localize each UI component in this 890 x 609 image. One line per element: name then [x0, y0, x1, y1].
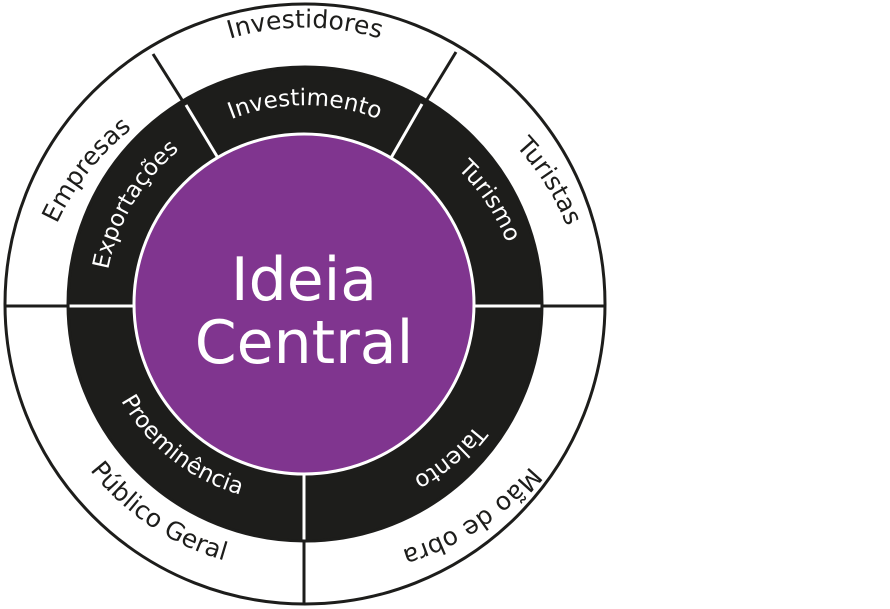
center-title-line1: Ideia: [231, 245, 377, 315]
inner-divider-top-left: [184, 104, 220, 159]
center-title-line2: Central: [195, 308, 413, 378]
inner-divider-top-right: [389, 103, 424, 159]
inner-ring-border: [66, 65, 544, 543]
center-circle: [132, 132, 476, 476]
